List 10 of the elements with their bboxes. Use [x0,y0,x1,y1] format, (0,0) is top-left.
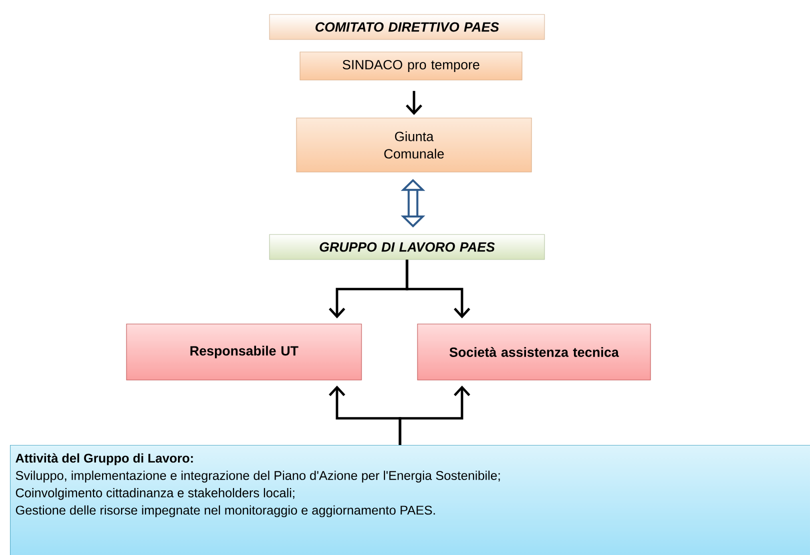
text-panel: Attività del Gruppo di Lavoro: Sviluppo, implementazione e integrazione del Piano d'Azione per l'Energia Sostenibile; Coinvolgimento cittadinanza e stakeholders locali; Gestione delle risorse impegnate nel monitoraggio e aggiornamento PAES. [10,445,810,555]
role-box: Responsabile UT [126,324,362,380]
process-box: SINDACO pro tempore [300,52,522,80]
arrow [406,90,422,116]
process-box: Giunta Comunale [296,118,532,172]
arrow [406,260,470,318]
box-band: COMITATO DIRETTIVO PAES [269,14,545,40]
arrow [398,386,470,445]
box-band: GRUPPO DI LAVORO PAES [269,234,545,260]
role-box: Società assistenza tecnica [417,324,651,380]
